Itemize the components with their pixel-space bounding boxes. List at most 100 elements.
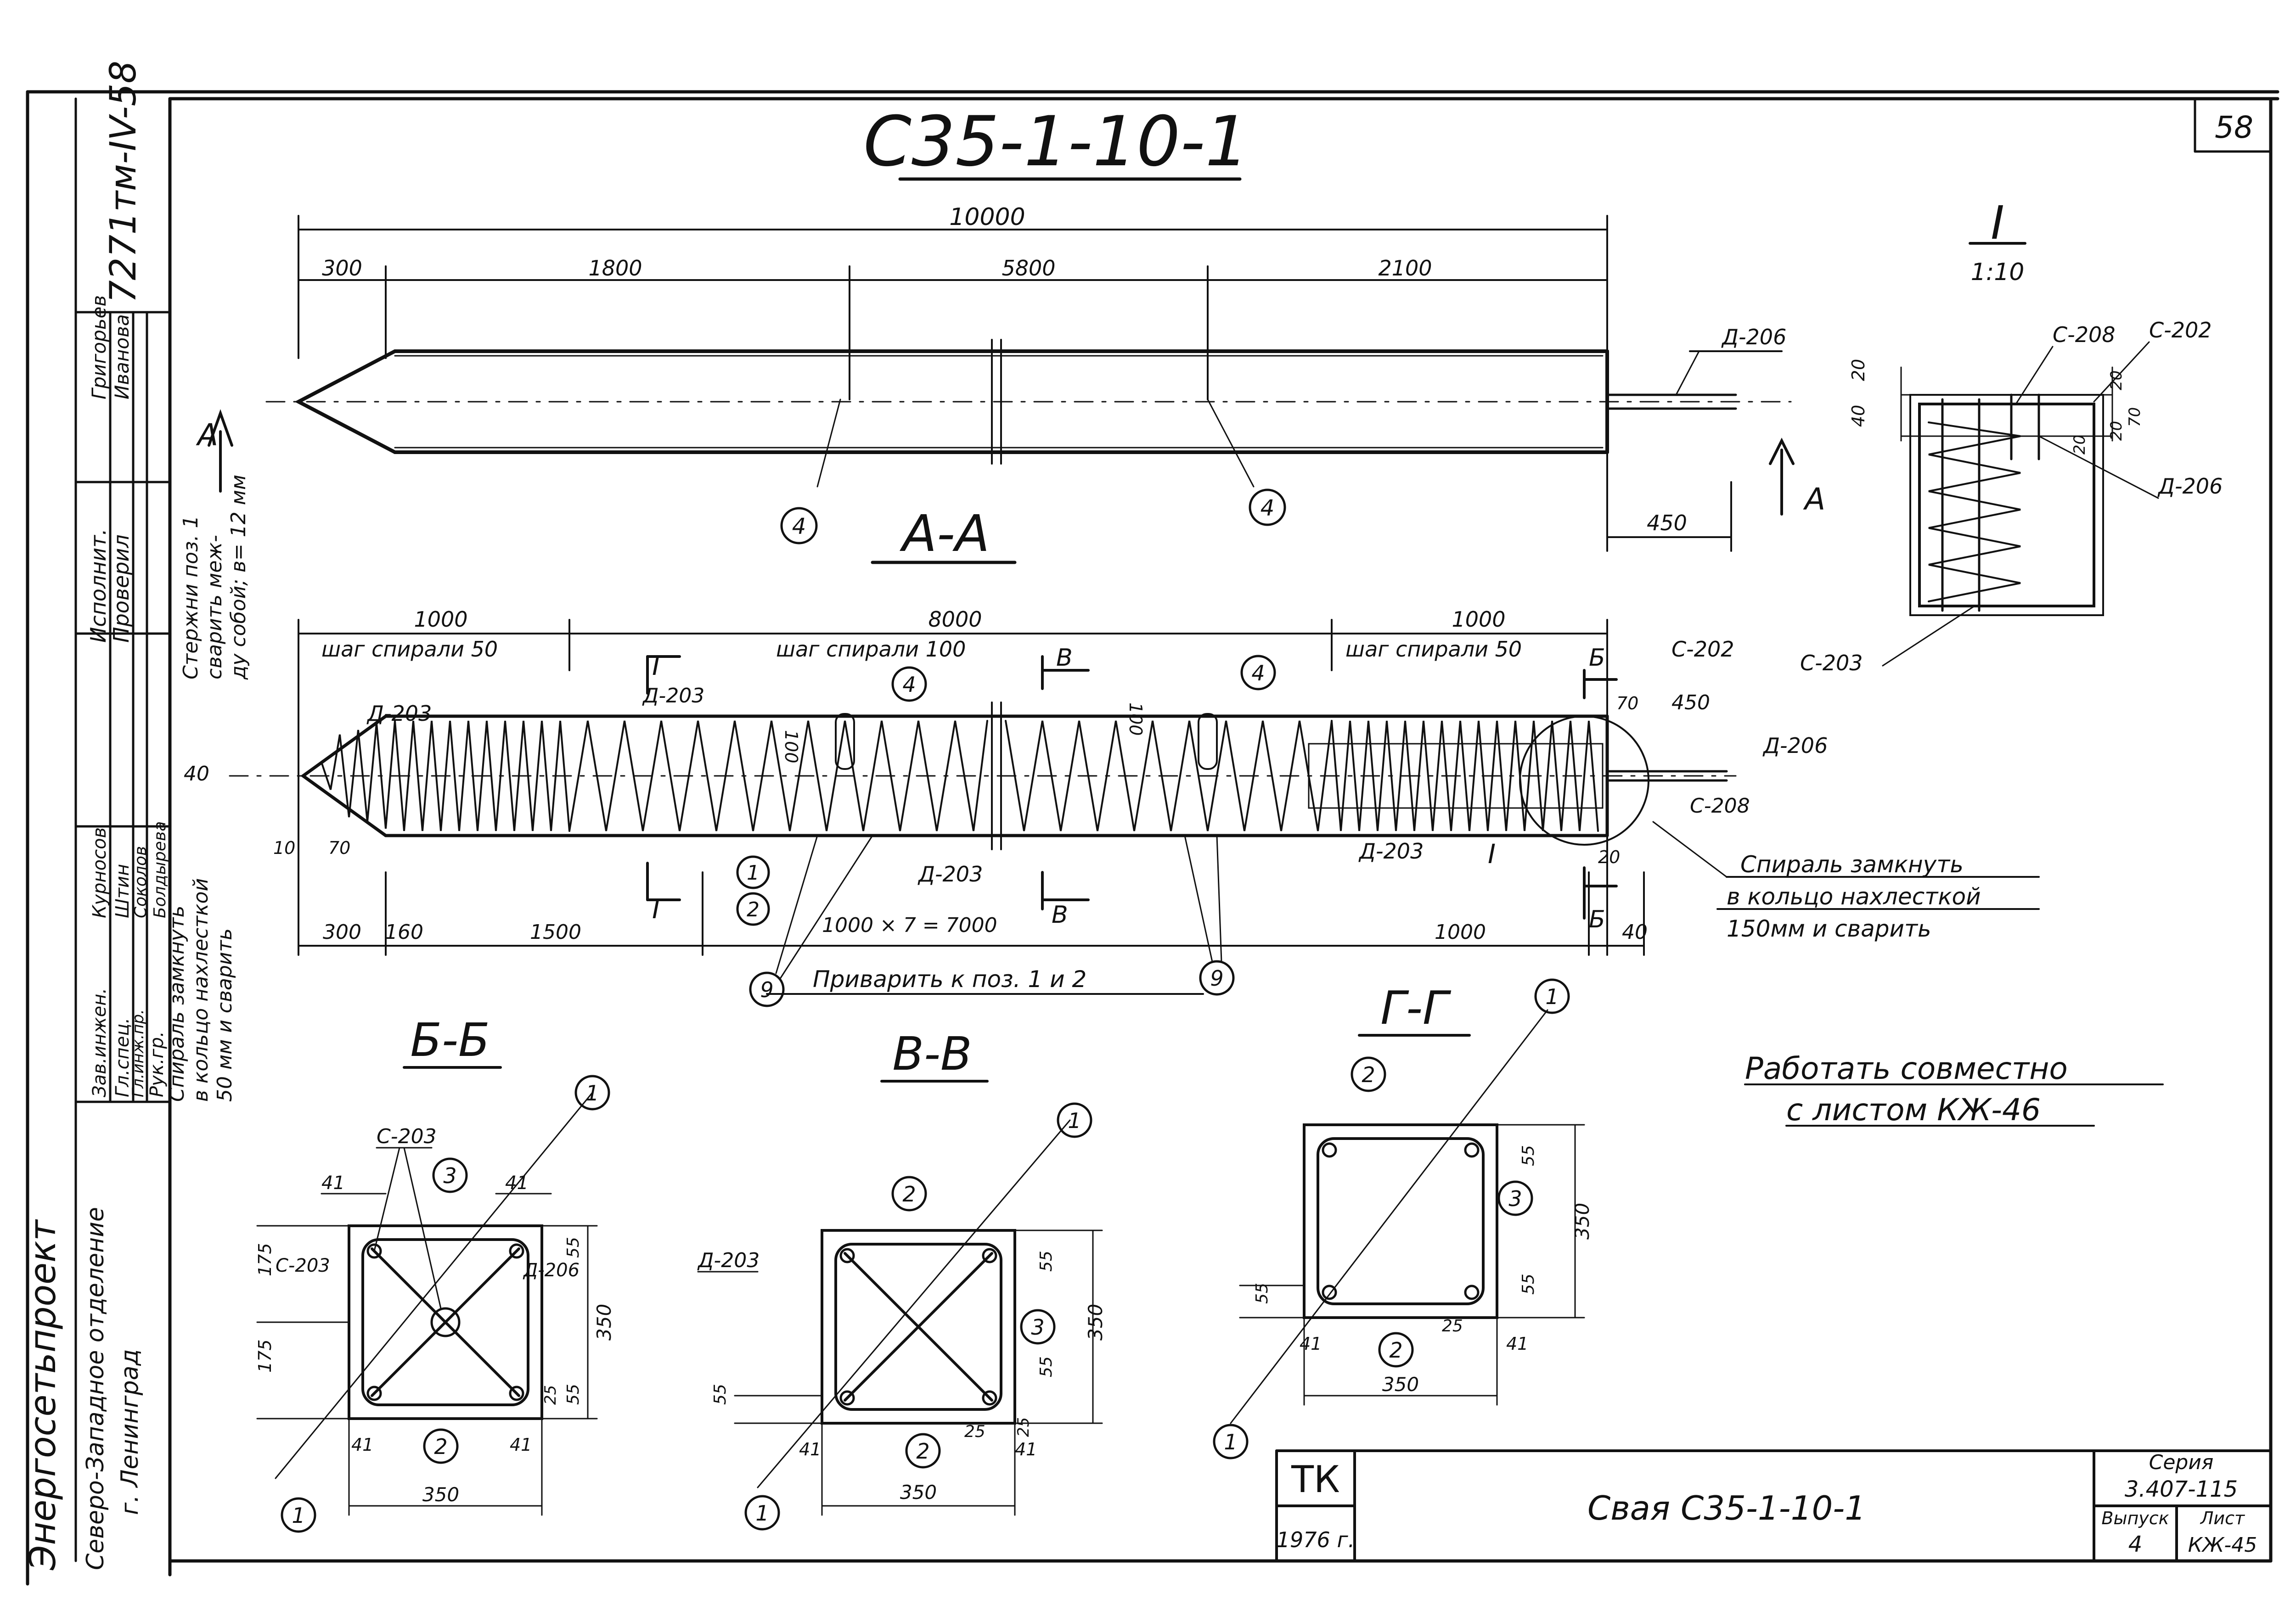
sheet-number: 58 xyxy=(2215,110,2253,145)
note-left-3: ду собой; в= 12 мм xyxy=(227,475,250,680)
bb-label-2: С-203 xyxy=(276,1255,330,1276)
spiral-middle-a xyxy=(568,720,988,832)
callout-2d: 2 xyxy=(905,1433,941,1469)
detail-i-dim-1: 20 xyxy=(1848,359,1868,381)
aa-small-dim-3: 40 xyxy=(184,762,209,786)
elev-bar-label: Д-206 xyxy=(1721,325,1786,349)
svg-text:1: 1 xyxy=(292,1503,305,1528)
bb-dim-1: 41 xyxy=(321,1173,345,1194)
stamp-branch: Северо-Западное отделение xyxy=(82,1207,109,1570)
aa-label-6: Д-206 xyxy=(1762,733,1828,758)
cut-mark-v-bottom: В xyxy=(1052,901,1068,929)
aa-small-dim-2: 70 xyxy=(328,838,350,858)
callout-3a: 3 xyxy=(432,1157,468,1193)
callout-4d: 4 xyxy=(1240,655,1276,690)
aa-label-1: Д-203 xyxy=(366,701,432,726)
section-mark-a-right: А xyxy=(1803,482,1825,517)
cut-mark-g-bottom: Г xyxy=(652,893,669,925)
stamp-name-5: Соколов xyxy=(131,846,150,918)
gg-dim-5: 41 xyxy=(1300,1334,1322,1354)
svg-text:3: 3 xyxy=(1508,1186,1522,1211)
section-gg: 55 55 55 25 41 41 350 350 2 3 1 2 1 xyxy=(1213,978,1593,1459)
gg-dim-8: 350 xyxy=(1571,1203,1593,1240)
callout-2b: 2 xyxy=(423,1428,459,1464)
callout-4a: 4 xyxy=(780,507,818,544)
aa-small-dim-4: 100 xyxy=(781,730,801,763)
aa-label-7: С-208 xyxy=(1690,794,1750,818)
callout-1g: 1 xyxy=(1213,1424,1249,1459)
bb-dim-4: 175 xyxy=(255,1339,275,1373)
svg-text:2: 2 xyxy=(1389,1338,1402,1363)
tb-sheet: КЖ-45 xyxy=(2188,1533,2257,1557)
aa-dim-bottom-2: 160 xyxy=(385,920,423,944)
tb-org: ТК xyxy=(1291,1458,1340,1501)
section-aa-title: А-А xyxy=(900,504,990,563)
callout-1a: 1 xyxy=(736,855,770,889)
left-stamp-grid xyxy=(74,97,171,1562)
note-left2-3: 50 мм и сварить xyxy=(213,928,236,1102)
stamp-name-2: Иванова xyxy=(111,314,133,399)
dim-seg-1: 300 xyxy=(322,256,362,281)
svg-text:1: 1 xyxy=(747,861,760,885)
aa-pitch-1: шаг спирали 50 xyxy=(321,637,498,662)
vv-dim-8: 350 xyxy=(900,1481,937,1504)
section-bb-title: Б-Б xyxy=(410,1013,490,1067)
svg-text:4: 4 xyxy=(792,514,806,539)
aa-dim-top-1: 1000 xyxy=(414,607,467,632)
aa-spiral-note-3: 150мм и сварить xyxy=(1727,915,1931,942)
cut-mark-v-top: В xyxy=(1056,644,1073,672)
svg-text:9: 9 xyxy=(760,977,773,1002)
stamp-org: Энергосетьпроект xyxy=(23,1219,64,1571)
detail-i-label-2: С-202 xyxy=(2149,318,2212,342)
drawing-title: С35-1-10-1 xyxy=(863,102,1249,182)
aa-small-dim-6: 70 xyxy=(1616,693,1638,713)
vv-dim-1: 55 xyxy=(1037,1251,1056,1272)
callout-2e: 2 xyxy=(1351,1056,1386,1092)
svg-text:1: 1 xyxy=(1068,1108,1081,1133)
stamp-city: г. Ленинград xyxy=(116,1349,144,1515)
stamp-name-1: Григорьев xyxy=(88,295,110,399)
cut-mark-b-top: Б xyxy=(1589,644,1605,672)
detail-i-dim-5: 20 xyxy=(2107,421,2126,441)
aa-dim-bottom-4: 1000 xyxy=(1435,920,1486,944)
spiral-right-end xyxy=(1331,720,1599,832)
aa-dim-top-2: 8000 xyxy=(928,607,982,632)
bb-dim-2: 41 xyxy=(505,1173,529,1194)
gg-dim-6: 41 xyxy=(1506,1334,1528,1354)
bb-dim-7: 25 xyxy=(541,1385,560,1405)
svg-text:2: 2 xyxy=(1362,1062,1375,1087)
dim-seg-3: 5800 xyxy=(1002,256,1055,281)
section-mark-a-left: А xyxy=(196,417,218,453)
bb-dim-5: 55 xyxy=(564,1237,583,1258)
stamp-role-4: Гл.спец. xyxy=(112,1018,133,1097)
svg-text:1: 1 xyxy=(585,1081,599,1106)
svg-text:2: 2 xyxy=(434,1434,447,1459)
tb-year: 1976 г. xyxy=(1277,1527,1355,1552)
gg-dim-7: 350 xyxy=(1382,1373,1419,1396)
aa-small-dim-1: 10 xyxy=(273,838,295,858)
dim-seg-4: 2100 xyxy=(1378,256,1432,281)
callout-4c: 4 xyxy=(891,666,927,702)
svg-text:2: 2 xyxy=(916,1439,929,1464)
callout-4b: 4 xyxy=(1249,488,1286,526)
stamp-role-1: Исполнит. xyxy=(86,528,111,643)
callout-2a: 2 xyxy=(736,892,770,926)
detail-mark-i: I xyxy=(1488,838,1496,870)
stamp-name-4: Штин xyxy=(112,864,133,918)
note-left2-2: в кольцо нахлесткой xyxy=(189,878,213,1102)
bb-dim-11: 350 xyxy=(593,1304,615,1341)
svg-text:3: 3 xyxy=(1031,1315,1044,1340)
aa-label-2: Д-203 xyxy=(642,684,704,707)
aa-small-dim-5: 100 xyxy=(1125,702,1146,736)
aa-spacing-note: 1000 × 7 = 7000 xyxy=(822,914,997,937)
aa-dim-bottom-3: 1500 xyxy=(530,920,581,944)
aa-pitch-3: шаг спирали 50 xyxy=(1345,637,1522,662)
detail-i-label-4: С-203 xyxy=(1800,651,1863,675)
svg-text:2: 2 xyxy=(747,898,760,921)
detail-i: I 1:10 С-208 С-202 Д-206 С-203 20 40 20 … xyxy=(1800,196,2223,675)
note-left-1: Стержни поз. 1 xyxy=(179,516,203,679)
tb-series-label: Серия xyxy=(2149,1451,2214,1474)
gg-dim-1: 55 xyxy=(1519,1145,1538,1166)
bb-dim-3: 175 xyxy=(255,1243,275,1276)
